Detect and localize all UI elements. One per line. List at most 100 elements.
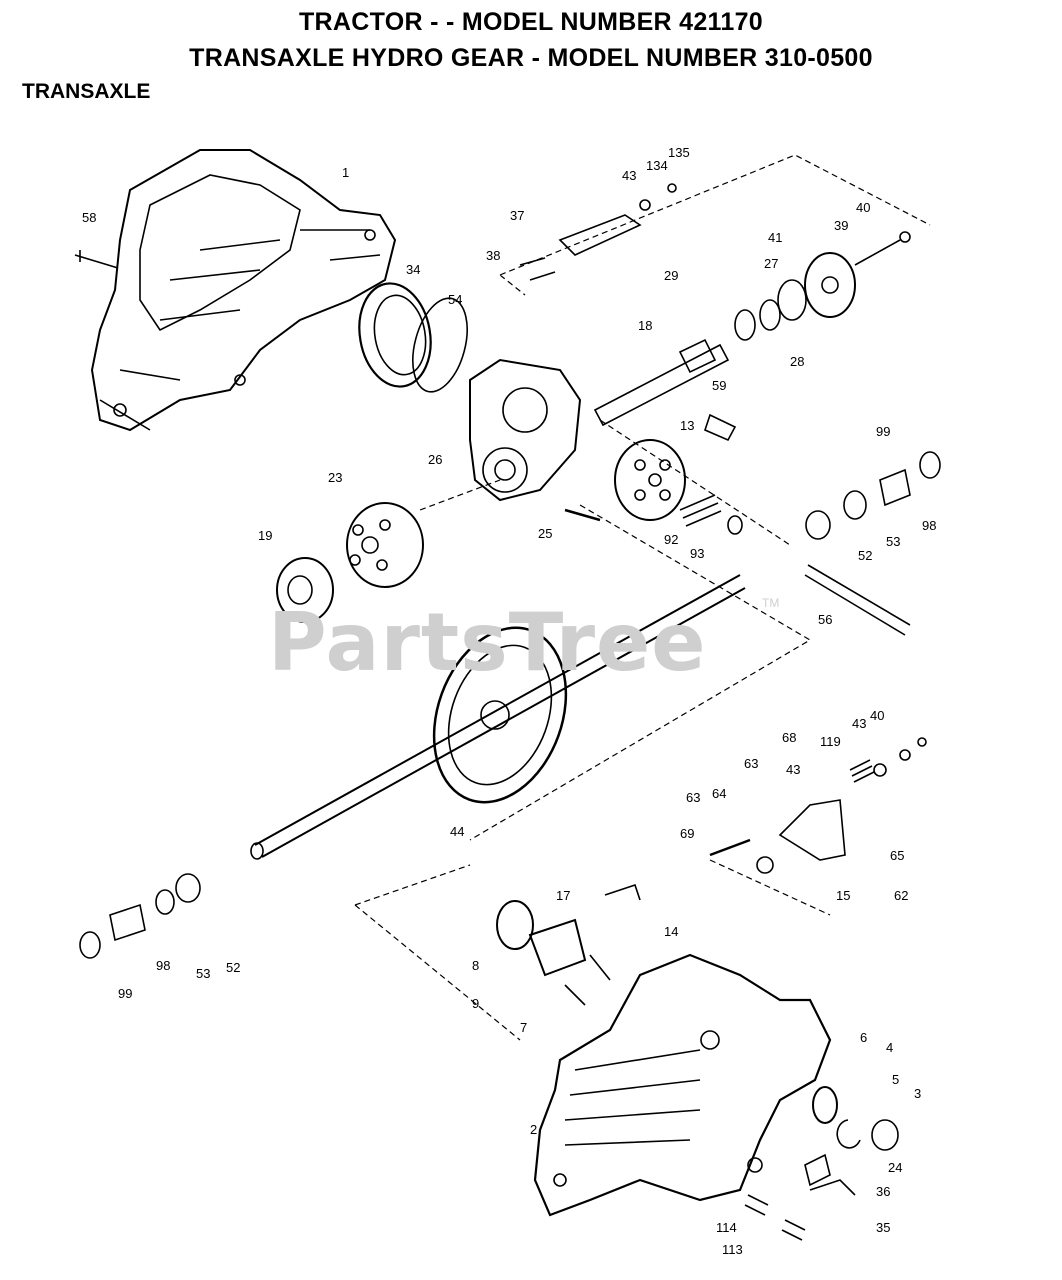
bearing-53a bbox=[843, 490, 867, 520]
pins-38 bbox=[519, 257, 556, 281]
callout-98b: 98 bbox=[156, 958, 171, 973]
callout-7: 7 bbox=[520, 1020, 528, 1035]
callout-54: 54 bbox=[448, 292, 463, 307]
callout-53b: 53 bbox=[196, 966, 211, 981]
callout-63: 63 bbox=[744, 756, 759, 771]
callout-43b: 43 bbox=[852, 716, 867, 731]
callout-13: 13 bbox=[680, 418, 695, 433]
callout-29: 29 bbox=[664, 268, 679, 283]
spring-68 bbox=[849, 759, 875, 783]
callout-53: 53 bbox=[886, 534, 901, 549]
oring-54 bbox=[412, 297, 468, 393]
fitting-114 bbox=[744, 1194, 769, 1216]
axle-and-gear-44 bbox=[250, 574, 746, 860]
ring-29a bbox=[734, 309, 756, 341]
part-41 bbox=[804, 252, 856, 318]
center-section-26 bbox=[469, 358, 582, 502]
callout-63b: 63 bbox=[686, 790, 701, 805]
bolt-58 bbox=[74, 250, 119, 269]
shaft-56 bbox=[804, 564, 911, 636]
bearing-6 bbox=[812, 1086, 838, 1124]
callout-69: 69 bbox=[680, 826, 695, 841]
seal-19 bbox=[276, 557, 334, 623]
pin-59 bbox=[704, 413, 737, 442]
callout-99: 99 bbox=[876, 424, 891, 439]
callout-6: 6 bbox=[860, 1030, 868, 1045]
callout-64: 64 bbox=[712, 786, 727, 801]
callout-40b: 40 bbox=[870, 708, 885, 723]
disc-8 bbox=[496, 900, 534, 950]
plates-7 bbox=[564, 954, 611, 1006]
bushing-98b bbox=[109, 903, 146, 942]
lower-housing-part bbox=[533, 953, 832, 1217]
callout-58: 58 bbox=[82, 210, 97, 225]
ring-5 bbox=[836, 1119, 861, 1149]
callout-92: 92 bbox=[664, 532, 679, 547]
callout-98: 98 bbox=[922, 518, 937, 533]
callout-134: 134 bbox=[646, 158, 668, 173]
ring-34 bbox=[358, 282, 432, 388]
callout-34: 34 bbox=[406, 262, 421, 277]
bolt-69 bbox=[709, 838, 751, 857]
callout-119: 119 bbox=[820, 734, 841, 749]
callout-113: 113 bbox=[722, 1242, 743, 1257]
bushing-98a bbox=[879, 468, 911, 507]
callout-41: 41 bbox=[768, 230, 783, 245]
spring-35 bbox=[809, 1179, 856, 1196]
cylinder-block-23 bbox=[346, 502, 424, 588]
washer-43b bbox=[899, 749, 911, 761]
callout-40: 40 bbox=[856, 200, 871, 215]
washer-52b bbox=[175, 873, 201, 903]
callout-36: 36 bbox=[876, 1184, 891, 1199]
callout-99b: 99 bbox=[118, 986, 133, 1001]
callout-62: 62 bbox=[894, 888, 909, 903]
callout-26: 26 bbox=[428, 452, 443, 467]
cap-3 bbox=[871, 1119, 899, 1151]
callout-1: 1 bbox=[342, 165, 350, 180]
shaft-18 bbox=[593, 338, 730, 427]
callout-3: 3 bbox=[914, 1086, 922, 1101]
fitting-113 bbox=[781, 1219, 806, 1241]
top-assembly-box bbox=[499, 154, 931, 296]
washer-52a bbox=[805, 510, 831, 540]
callout-24: 24 bbox=[888, 1160, 903, 1175]
lower-assembly-box bbox=[354, 859, 831, 1041]
callout-52b: 52 bbox=[226, 960, 241, 975]
callout-4: 4 bbox=[886, 1040, 894, 1055]
callout-15: 15 bbox=[836, 888, 851, 903]
arm-24 bbox=[804, 1153, 831, 1187]
diagram-title-line-1: TRACTOR - - MODEL NUMBER 421170 bbox=[298, 8, 763, 36]
lever-62 bbox=[778, 799, 846, 861]
callout-2: 2 bbox=[530, 1122, 538, 1137]
callout-38: 38 bbox=[486, 248, 501, 263]
callout-14: 14 bbox=[664, 924, 679, 939]
callout-35: 35 bbox=[876, 1220, 891, 1235]
watermark-tm: TM bbox=[762, 596, 780, 610]
callout-25: 25 bbox=[538, 526, 553, 541]
washer-99a bbox=[919, 451, 941, 479]
callout-52: 52 bbox=[858, 548, 873, 563]
ring-93 bbox=[727, 515, 743, 535]
watermark: PartsTree bbox=[268, 596, 707, 689]
upper-housing-part bbox=[90, 149, 397, 432]
callout-43: 43 bbox=[622, 168, 637, 183]
callout-135: 135 bbox=[668, 145, 690, 160]
pin-119 bbox=[873, 763, 887, 777]
callout-17: 17 bbox=[556, 888, 571, 903]
bearing-27 bbox=[777, 279, 807, 321]
callout-65: 65 bbox=[890, 848, 905, 863]
cylinder-block-13 bbox=[614, 439, 686, 521]
callout-37: 37 bbox=[510, 208, 525, 223]
callout-68: 68 bbox=[782, 730, 797, 745]
section-label: TRANSAXLE bbox=[22, 80, 151, 103]
diagram-title-line-2: TRANSAXLE HYDRO GEAR - MODEL NUMBER 310-… bbox=[189, 44, 873, 72]
washer-99b bbox=[79, 931, 101, 959]
callout-28: 28 bbox=[790, 354, 805, 369]
callout-8: 8 bbox=[472, 958, 480, 973]
bushing-15 bbox=[756, 856, 774, 874]
callout-27: 27 bbox=[764, 256, 779, 271]
callout-23: 23 bbox=[328, 470, 343, 485]
center-leaders bbox=[419, 419, 812, 841]
bracket-37 bbox=[558, 214, 642, 256]
